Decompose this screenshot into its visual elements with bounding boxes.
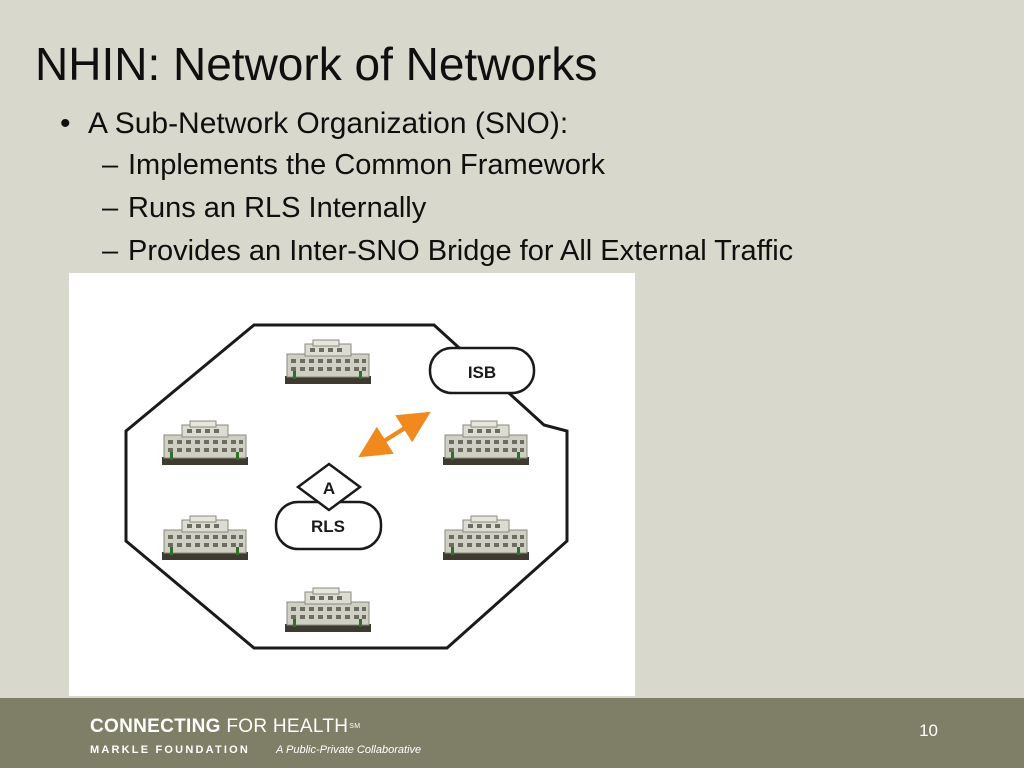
bullet-item: • A Sub-Network Organization (SNO): — [60, 104, 793, 144]
slide-title: NHIN: Network of Networks — [35, 38, 598, 90]
footer-bar: CONNECTING FOR HEALTHSM MARKLE FOUNDATIO… — [0, 698, 1024, 768]
logo-org: MARKLE FOUNDATION — [90, 744, 251, 756]
logo-mark: SM — [349, 723, 361, 730]
isb-label: ISB — [468, 363, 496, 382]
arrow — [358, 411, 431, 458]
sub-bullet-text: Provides an Inter-SNO Bridge for All Ext… — [128, 235, 794, 267]
sno-diagram: ISB RLS A — [69, 273, 635, 696]
sub-bullet-mark: – — [102, 192, 119, 224]
logo-bold: CONNECTING — [90, 716, 221, 737]
logo-light: FOR HEALTH — [226, 716, 349, 737]
slide-number: 10 — [919, 721, 938, 740]
connecting-for-health-logo: CONNECTING FOR HEALTHSM MARKLE FOUNDATIO… — [90, 717, 421, 757]
bullet-mark: • — [60, 107, 71, 140]
isb-node: ISB — [428, 346, 536, 395]
sub-bullet-item: –Runs an RLS Internally — [60, 187, 793, 230]
sub-bullet-text: Implements the Common Framework — [128, 149, 606, 181]
logo-tagline: A Public-Private Collaborative — [276, 744, 422, 756]
bullet-list: •A Sub-Network Organization (SNO): –Impl… — [60, 104, 793, 273]
sub-bullet-text: Runs an RLS Internally — [128, 192, 427, 224]
sub-bullet-mark: – — [102, 235, 119, 267]
a-node: A — [295, 462, 363, 512]
rls-label: RLS — [311, 517, 345, 536]
sub-bullet-item: –Implements the Common Framework — [60, 144, 793, 187]
a-label: A — [323, 479, 335, 498]
sub-bullet-mark: – — [102, 149, 119, 181]
bullet-text: A Sub-Network Organization (SNO): — [88, 107, 569, 140]
sub-bullet-item: –Provides an Inter-SNO Bridge for All Ex… — [60, 230, 793, 273]
